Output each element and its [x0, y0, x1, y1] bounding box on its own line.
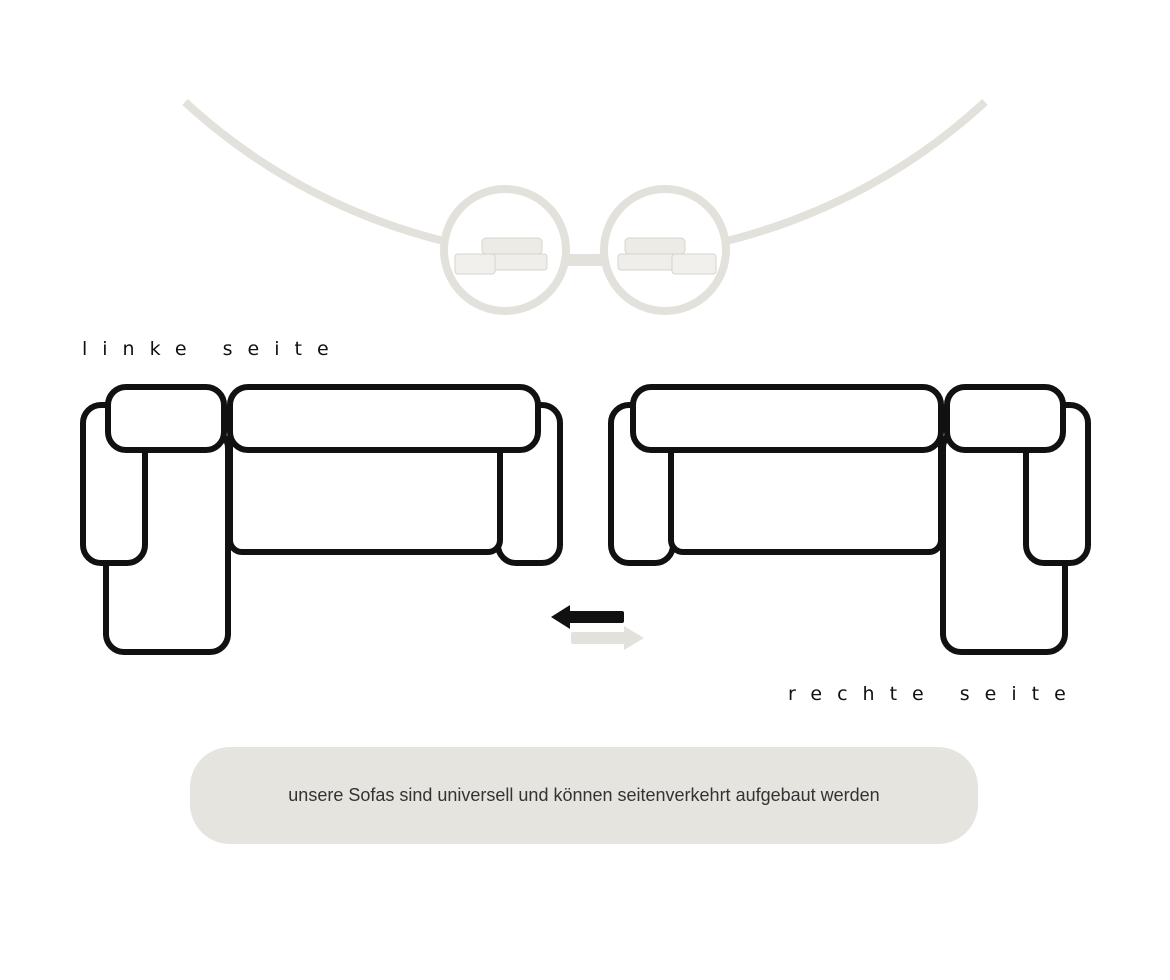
left-sofa-photo — [440, 185, 570, 315]
right-sofa-outline — [608, 384, 1091, 655]
arrow-left-icon — [551, 605, 624, 629]
right-side-label: rechte seite — [788, 683, 1081, 705]
decorative-arc — [182, 99, 988, 266]
right-sofa-photo — [600, 185, 730, 315]
left-sofa-outline — [80, 384, 563, 655]
info-note: unsere Sofas sind universell und können … — [190, 747, 978, 844]
arrow-right-icon — [571, 626, 644, 650]
left-side-label: linke seite — [82, 338, 344, 360]
info-note-text: unsere Sofas sind universell und können … — [288, 785, 880, 805]
